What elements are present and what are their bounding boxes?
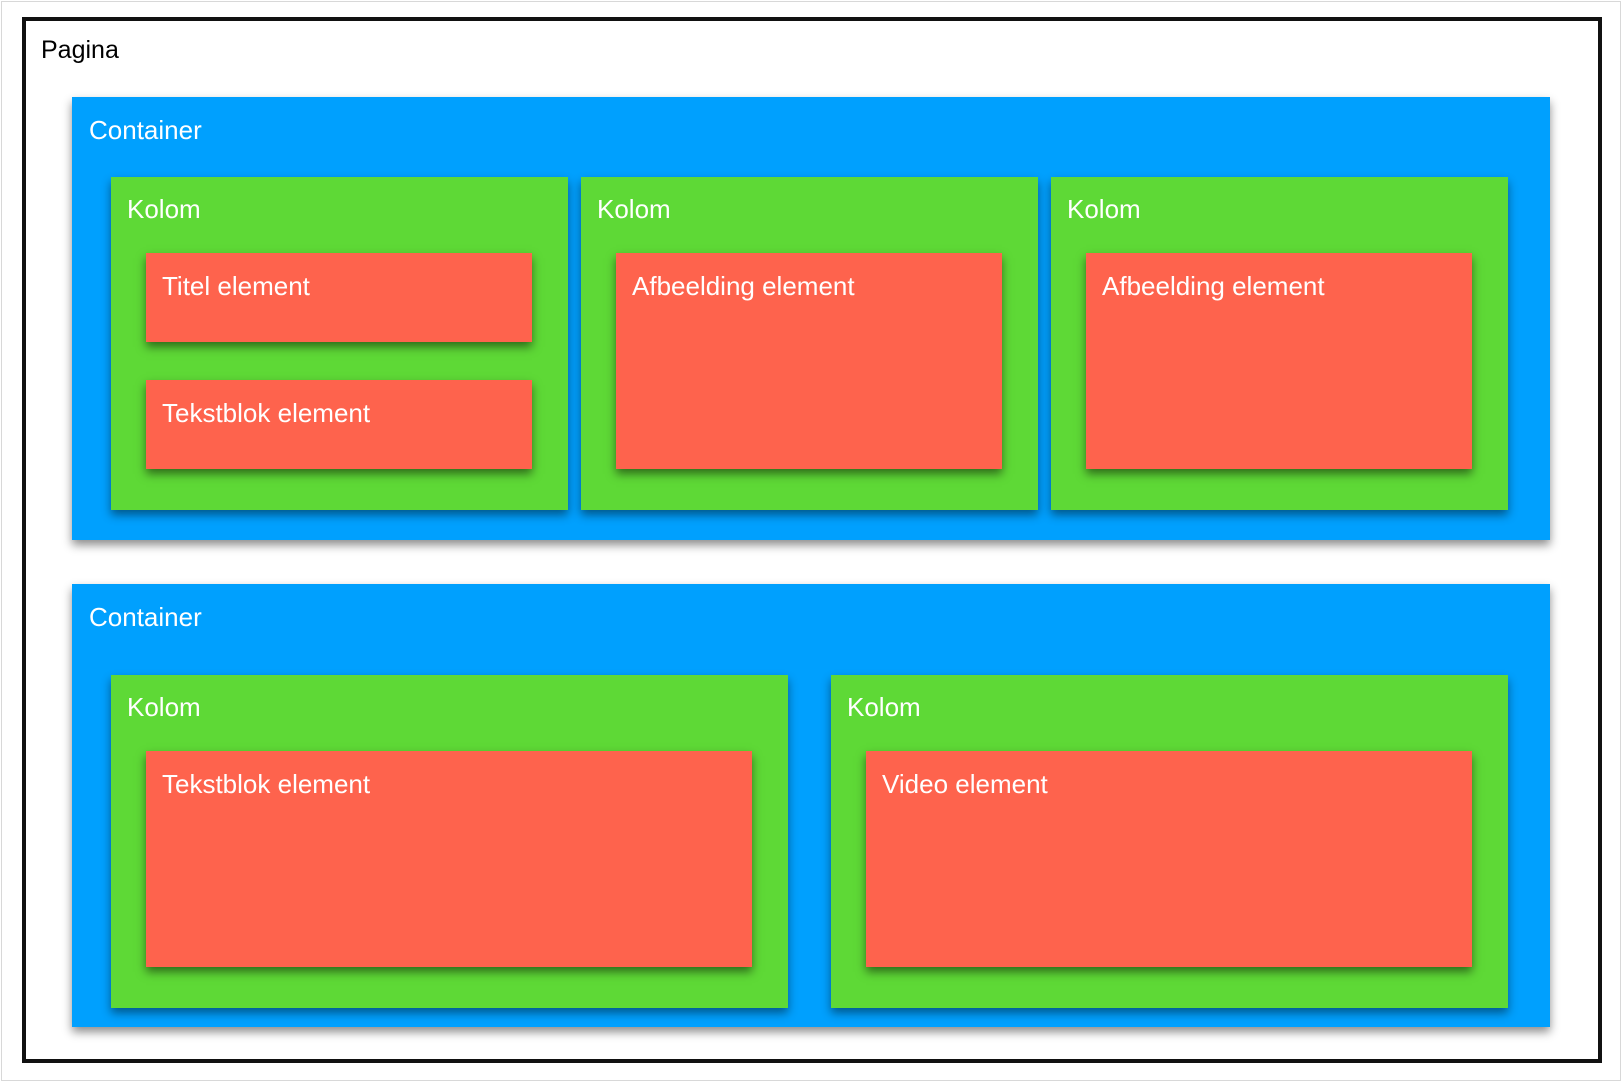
column-1-2: Kolom Afbeelding element <box>581 177 1038 510</box>
column-label: Kolom <box>847 692 921 722</box>
column-2-2: Kolom Video element <box>831 675 1508 1008</box>
title-element: Titel element <box>146 253 532 342</box>
container-label: Container <box>89 115 202 145</box>
container-2: Container Kolom Tekstblok element Kolom … <box>72 584 1550 1027</box>
container-label: Container <box>89 602 202 632</box>
column-2-1: Kolom Tekstblok element <box>111 675 788 1008</box>
page-label: Pagina <box>41 36 119 64</box>
image-element: Afbeelding element <box>1086 253 1472 469</box>
column-label: Kolom <box>127 194 201 224</box>
container-1: Container Kolom Titel element Tekstblok … <box>72 97 1550 540</box>
column-1-3: Kolom Afbeelding element <box>1051 177 1508 510</box>
column-1-1: Kolom Titel element Tekstblok element <box>111 177 568 510</box>
element-label: Afbeelding element <box>1102 271 1325 301</box>
element-label: Tekstblok element <box>162 769 371 799</box>
video-element: Video element <box>866 751 1472 967</box>
image-element: Afbeelding element <box>616 253 1002 469</box>
text-block-element: Tekstblok element <box>146 380 532 469</box>
element-label: Titel element <box>162 271 310 301</box>
element-label: Tekstblok element <box>162 398 371 428</box>
column-label: Kolom <box>127 692 201 722</box>
column-label: Kolom <box>1067 194 1141 224</box>
column-label: Kolom <box>597 194 671 224</box>
element-label: Video element <box>882 769 1048 799</box>
element-label: Afbeelding element <box>632 271 855 301</box>
text-block-element: Tekstblok element <box>146 751 752 967</box>
